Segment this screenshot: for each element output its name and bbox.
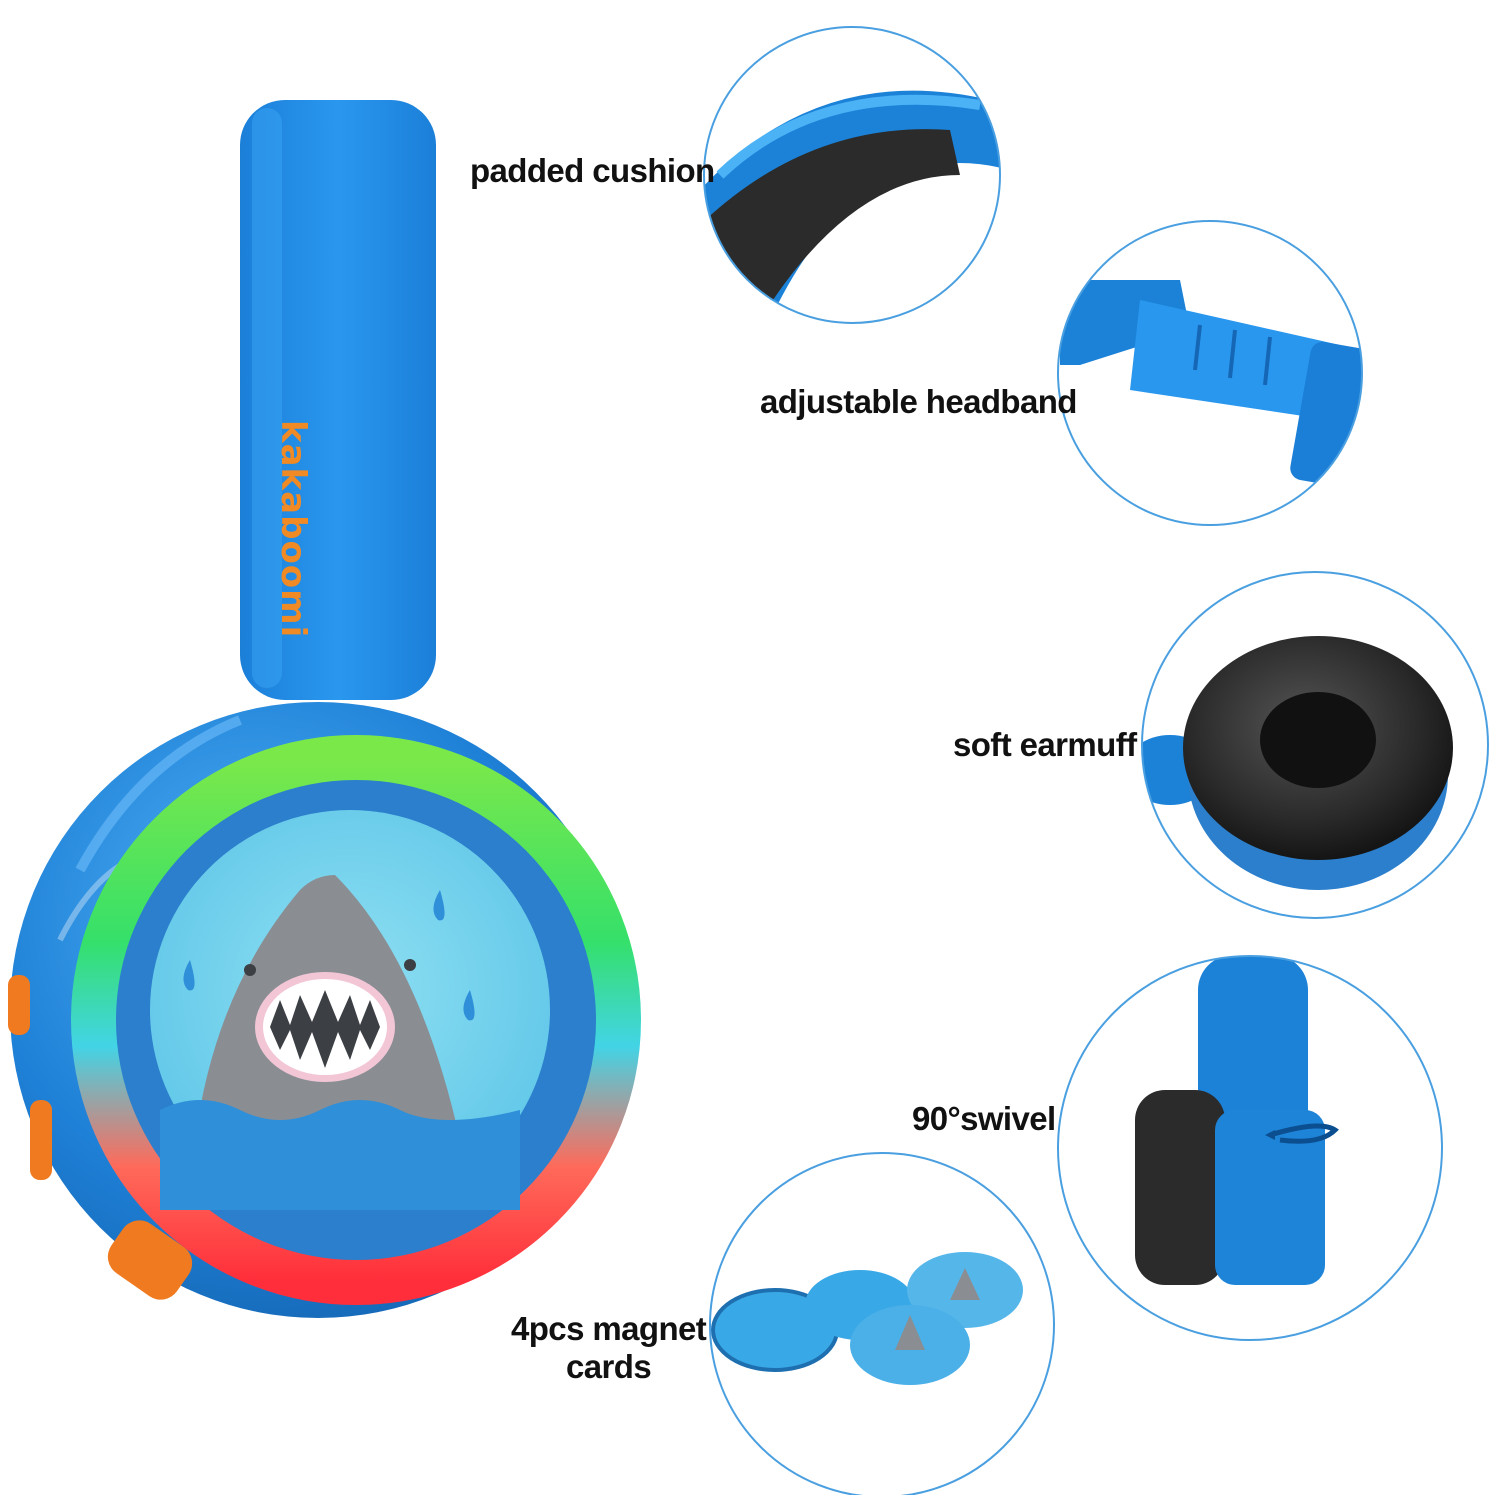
side-button (8, 975, 30, 1035)
feature-circle-magnet-cards (709, 1152, 1055, 1498)
feature-circle-adjustable-headband (1057, 220, 1363, 526)
label-adjustable-headband: adjustable headband (760, 383, 1077, 420)
side-button (107, 1220, 193, 1300)
led-ring (71, 735, 641, 1305)
feature-circle-swivel (1057, 955, 1443, 1341)
label-magnet-cards: 4pcs magnet cards (511, 1310, 707, 1386)
shark-illustration (160, 875, 520, 1210)
label-magnet-cards-line1: 4pcs magnet (511, 1310, 707, 1347)
brand-logo: kakaboomi (273, 420, 313, 638)
feature-circle-soft-earmuff (1141, 571, 1489, 919)
headband (240, 100, 436, 700)
label-soft-earmuff: soft earmuff (953, 726, 1137, 763)
label-swivel: 90°swivel (912, 1100, 1056, 1137)
side-button (30, 1100, 52, 1180)
label-padded-cushion: padded cushion (470, 152, 715, 189)
feature-circle-padded-cushion (703, 26, 1001, 324)
label-magnet-cards-line2: cards (566, 1347, 652, 1385)
headphone-main-image: kakaboomi (8, 100, 641, 1318)
